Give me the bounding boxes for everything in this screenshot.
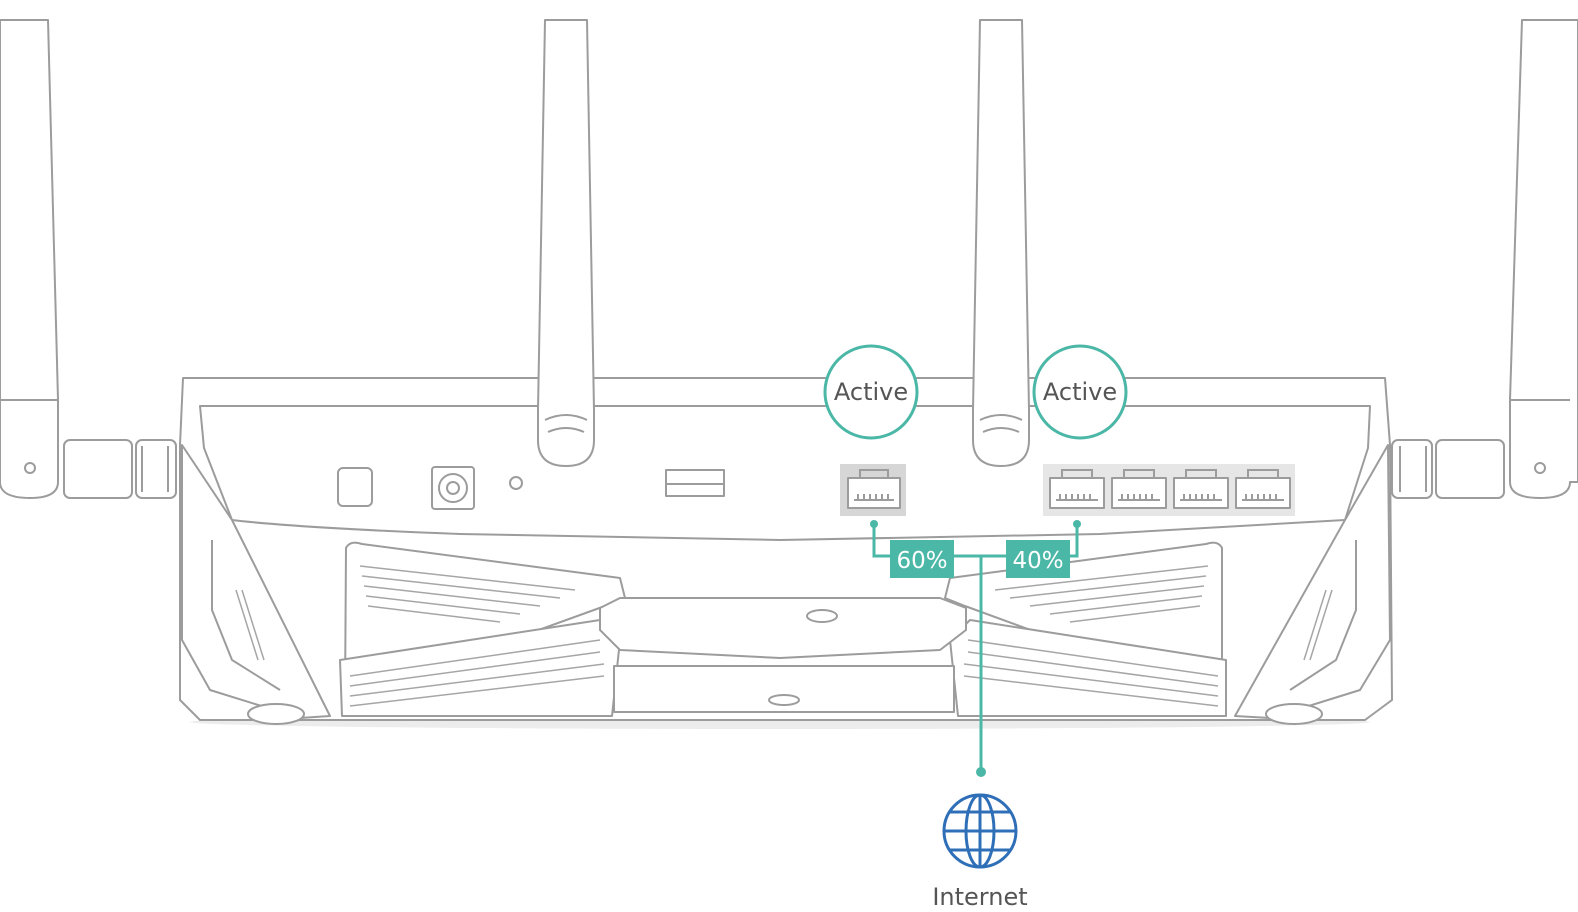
antenna-center-right [972,19,1030,467]
wan-port [840,464,906,516]
internet-dot [976,767,986,777]
router-lower-body [181,444,1391,725]
ethernet-port-icon [1235,469,1291,509]
internet-label: Internet [932,883,1027,911]
ethernet-port-icon [1111,469,1167,509]
split-badge-left: 60% [890,540,954,578]
antenna-far-left [0,19,177,499]
split-badge-right: 40% [1006,540,1070,578]
lan-ports [1043,464,1295,516]
usb-port-icon [665,469,725,497]
antenna-far-right [1391,19,1578,499]
status-circle-right: Active [1032,344,1128,440]
ethernet-port-icon [847,469,901,509]
status-circle-left: Active [823,344,919,440]
reset-hole-icon[interactable] [509,476,523,490]
antenna-center-left [537,19,595,467]
power-button-icon[interactable] [337,467,373,507]
split-left-label: 60% [896,548,947,574]
status-left-label: Active [834,378,908,406]
ethernet-port-icon [1173,469,1229,509]
split-right-label: 40% [1012,548,1063,574]
power-jack-icon [431,466,475,510]
globe-icon [942,793,1018,869]
connection-lines [870,520,1081,777]
status-right-label: Active [1043,378,1117,406]
ethernet-port-icon [1049,469,1105,509]
